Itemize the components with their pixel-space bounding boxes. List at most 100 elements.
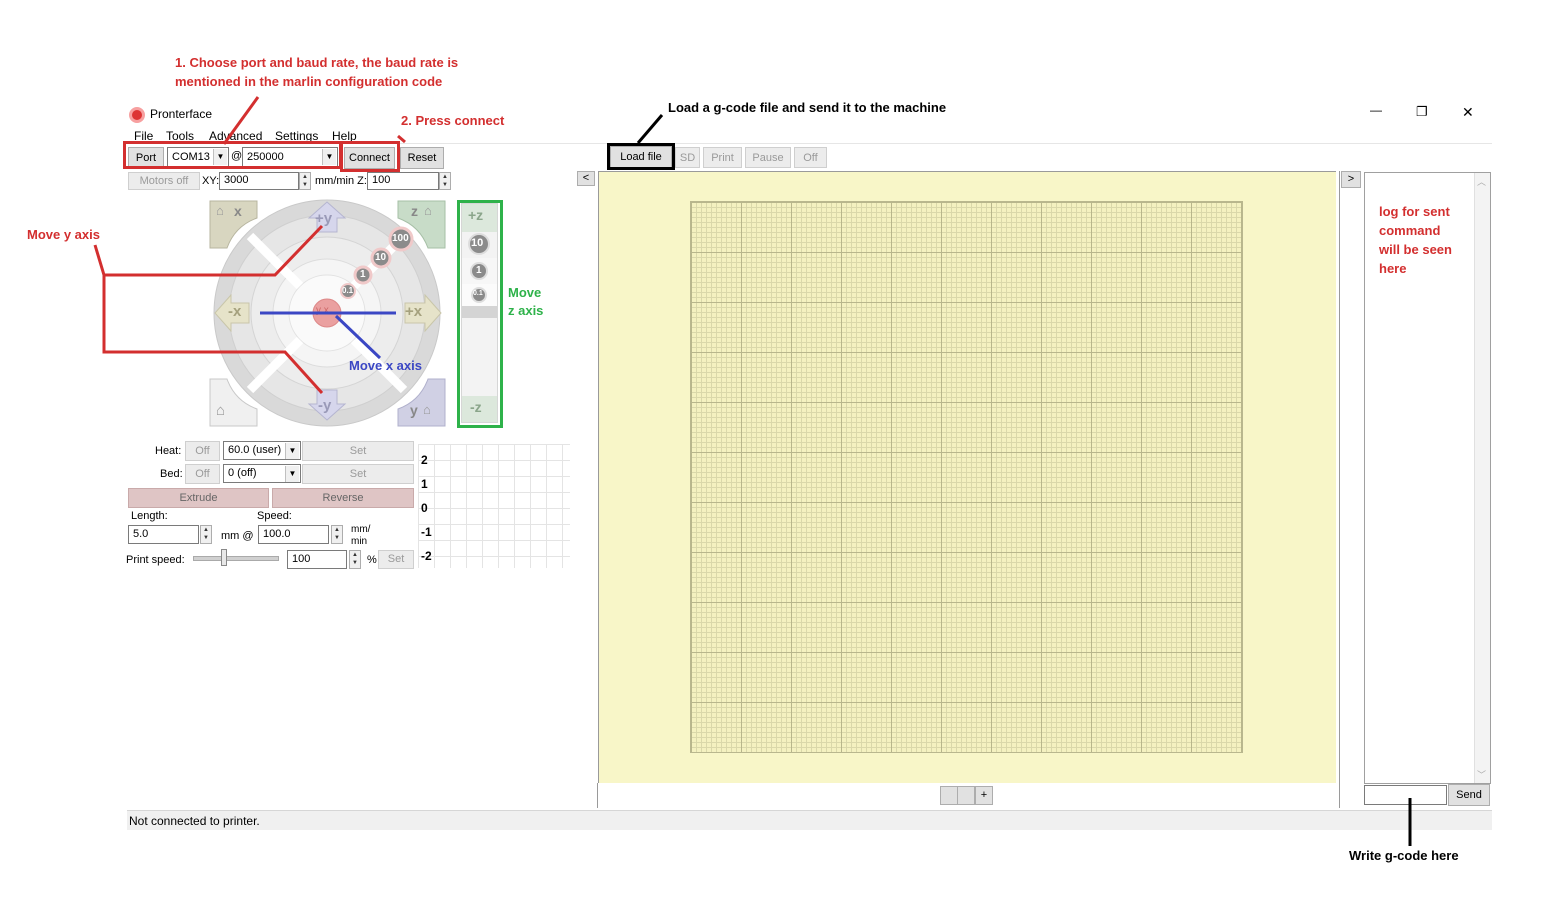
- plus-x-arrow-icon[interactable]: [404, 293, 442, 333]
- temperature-graph: [418, 444, 570, 568]
- step-100-badge[interactable]: [388, 226, 414, 252]
- heat-off-button[interactable]: Off: [185, 441, 220, 461]
- z-plus-label: +z: [468, 207, 484, 223]
- home-z-button[interactable]: [397, 200, 446, 249]
- collapse-left-button[interactable]: <: [577, 171, 595, 186]
- z-10-badge[interactable]: [468, 233, 490, 255]
- log-scrollbar[interactable]: [1474, 173, 1490, 783]
- step-0-1-badge[interactable]: [340, 283, 356, 299]
- heat-select[interactable]: 60.0 (user) ▼: [223, 441, 301, 460]
- bed-select[interactable]: 0 (off) ▼: [223, 464, 301, 483]
- chevron-down-icon[interactable]: ▼: [322, 149, 336, 165]
- minus-x-label: -x: [228, 303, 242, 320]
- bed-set-button[interactable]: Set: [302, 464, 414, 484]
- annotation-log-1: log for sent: [1379, 204, 1450, 219]
- plus-y-label: +y: [315, 210, 333, 227]
- off-button[interactable]: Off: [794, 147, 827, 168]
- graph-tick-neg1: -1: [421, 525, 432, 539]
- print-speed-slider-thumb[interactable]: [221, 549, 227, 566]
- sd-button[interactable]: SD: [675, 147, 700, 168]
- z-0-1-badge[interactable]: [471, 287, 487, 303]
- z-feedrate-input[interactable]: 100: [367, 172, 439, 190]
- log-text-area[interactable]: [1364, 172, 1491, 784]
- step-10-badge[interactable]: [370, 247, 392, 269]
- maximize-button[interactable]: ❐: [1416, 104, 1428, 119]
- minus-y-arrow-icon[interactable]: [307, 389, 347, 421]
- print-speed-set-button[interactable]: Set: [378, 550, 414, 569]
- print-speed-spin-button[interactable]: ▲▼: [349, 550, 361, 569]
- xy-spin-button[interactable]: ▲▼: [299, 172, 311, 190]
- mm-min-label-2: min: [351, 536, 368, 547]
- chevron-down-icon[interactable]: ▼: [285, 466, 299, 482]
- bed-value: 0 (off): [228, 467, 257, 479]
- menu-file[interactable]: File: [134, 129, 154, 143]
- at-label: @: [231, 150, 243, 162]
- step-1-label: 1: [360, 269, 366, 280]
- step-0-1-label: 0.1: [342, 286, 354, 295]
- print-speed-slider[interactable]: [193, 556, 279, 561]
- step-1-badge[interactable]: [353, 265, 373, 285]
- home-all-button[interactable]: [209, 378, 258, 427]
- minimize-button[interactable]: —: [1370, 103, 1382, 117]
- xy-feedrate-input[interactable]: 3000: [219, 172, 299, 190]
- minus-y-label: -y: [318, 397, 332, 414]
- z-1-badge[interactable]: [470, 262, 488, 280]
- app-logo-icon: [129, 107, 145, 123]
- z-plus-button[interactable]: [462, 204, 497, 232]
- mm-at-label: mm @: [221, 530, 254, 542]
- layer-plus-button[interactable]: +: [975, 786, 993, 805]
- graph-tick-0: 0: [421, 501, 428, 515]
- menu-divider: [127, 143, 1492, 144]
- home-all-icon: ⌂: [216, 402, 226, 419]
- print-bed-grid: [690, 201, 1243, 753]
- print-speed-input[interactable]: 100: [287, 550, 347, 569]
- menu-settings[interactable]: Settings: [275, 129, 319, 143]
- z-minus-button[interactable]: [462, 396, 497, 422]
- home-x-label: x: [234, 203, 242, 219]
- annotation-choose-port: 1. Choose port and baud rate, the baud r…: [175, 55, 459, 70]
- z-step-down-area[interactable]: [462, 318, 497, 396]
- heat-label: Heat:: [155, 445, 182, 457]
- motors-off-button[interactable]: Motors off: [128, 172, 200, 190]
- length-spin-button[interactable]: ▲▼: [200, 525, 212, 544]
- menu-help[interactable]: Help: [332, 129, 357, 143]
- percent-label: %: [367, 554, 377, 566]
- menu-advanced[interactable]: Advanced: [209, 129, 263, 143]
- z-center-divider: [462, 306, 497, 318]
- heat-value: 60.0 (user): [228, 444, 282, 456]
- gcode-input[interactable]: [1364, 785, 1447, 805]
- scroll-up-icon[interactable]: ︿: [1477, 177, 1487, 187]
- chevron-down-icon[interactable]: ▼: [285, 443, 299, 459]
- expand-right-button[interactable]: >: [1341, 171, 1361, 188]
- chevron-down-icon[interactable]: ▼: [213, 149, 227, 165]
- heat-set-button[interactable]: Set: [302, 441, 414, 461]
- home-x-button[interactable]: [209, 200, 258, 249]
- extrude-button[interactable]: Extrude: [128, 488, 269, 508]
- annotation-press-connect: 2. Press connect: [401, 113, 505, 128]
- graph-tick-2: 2: [421, 453, 428, 467]
- print-button[interactable]: Print: [703, 147, 742, 168]
- bed-off-button[interactable]: Off: [185, 464, 220, 484]
- plus-y-arrow-icon[interactable]: [307, 201, 347, 233]
- annotation-load-gcode: Load a g-code file and send it to the ma…: [668, 100, 947, 115]
- scroll-down-icon[interactable]: ﹀: [1477, 770, 1487, 780]
- menu-tools[interactable]: Tools: [166, 129, 195, 143]
- length-input[interactable]: 5.0: [128, 525, 199, 544]
- send-button[interactable]: Send: [1448, 784, 1490, 806]
- close-button[interactable]: ✕: [1462, 104, 1474, 120]
- pause-button[interactable]: Pause: [745, 147, 791, 168]
- layer-slider-mid[interactable]: [957, 786, 975, 805]
- speed-input[interactable]: 100.0: [258, 525, 329, 544]
- reset-button[interactable]: Reset: [400, 147, 444, 169]
- connect-button[interactable]: Connect: [344, 147, 395, 169]
- jog-center-label: y x: [316, 305, 329, 316]
- log-area-divider: [1339, 171, 1340, 808]
- speed-label: Speed:: [257, 510, 292, 522]
- connect-highlight-box: [340, 141, 400, 172]
- minus-x-arrow-icon[interactable]: [214, 293, 250, 333]
- bed-label: Bed:: [160, 468, 183, 480]
- speed-spin-button[interactable]: ▲▼: [331, 525, 343, 544]
- reverse-button[interactable]: Reverse: [272, 488, 414, 508]
- z-spin-button[interactable]: ▲▼: [439, 172, 451, 190]
- home-y-button[interactable]: [397, 378, 446, 427]
